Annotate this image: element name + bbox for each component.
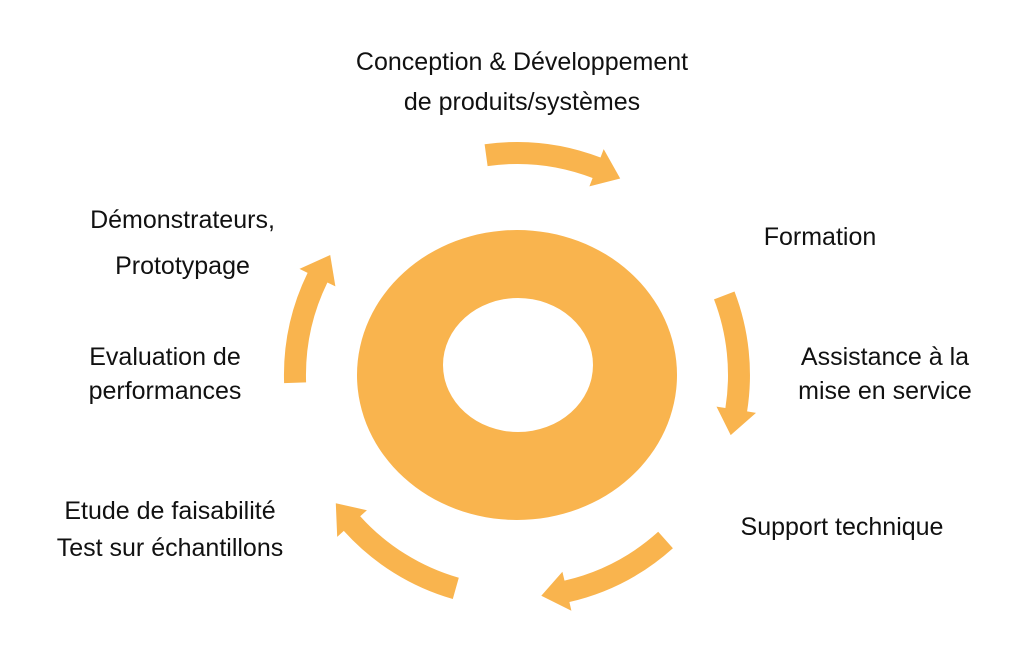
label-conception-developpement: Conception & Développement de produits/s… <box>355 48 689 116</box>
arrow-right <box>714 291 756 436</box>
label-etude-faisabilite: Etude de faisabilité Test sur échantillo… <box>56 497 284 562</box>
arrow-left <box>283 255 336 384</box>
label-support-technique: Support technique <box>740 513 944 541</box>
center-ring <box>357 230 677 520</box>
arrow-top <box>484 142 621 187</box>
label-demonstrateurs-prototypage: Démonstrateurs, Prototypage <box>90 206 275 280</box>
label-evaluation-performances: Evaluation de performances <box>88 343 242 405</box>
label-assistance-mise-en-service: Assistance à la mise en service <box>798 343 972 405</box>
arrow-bottom-left <box>335 503 459 599</box>
arrow-bottom-right <box>541 531 673 611</box>
label-formation: Formation <box>763 223 877 251</box>
